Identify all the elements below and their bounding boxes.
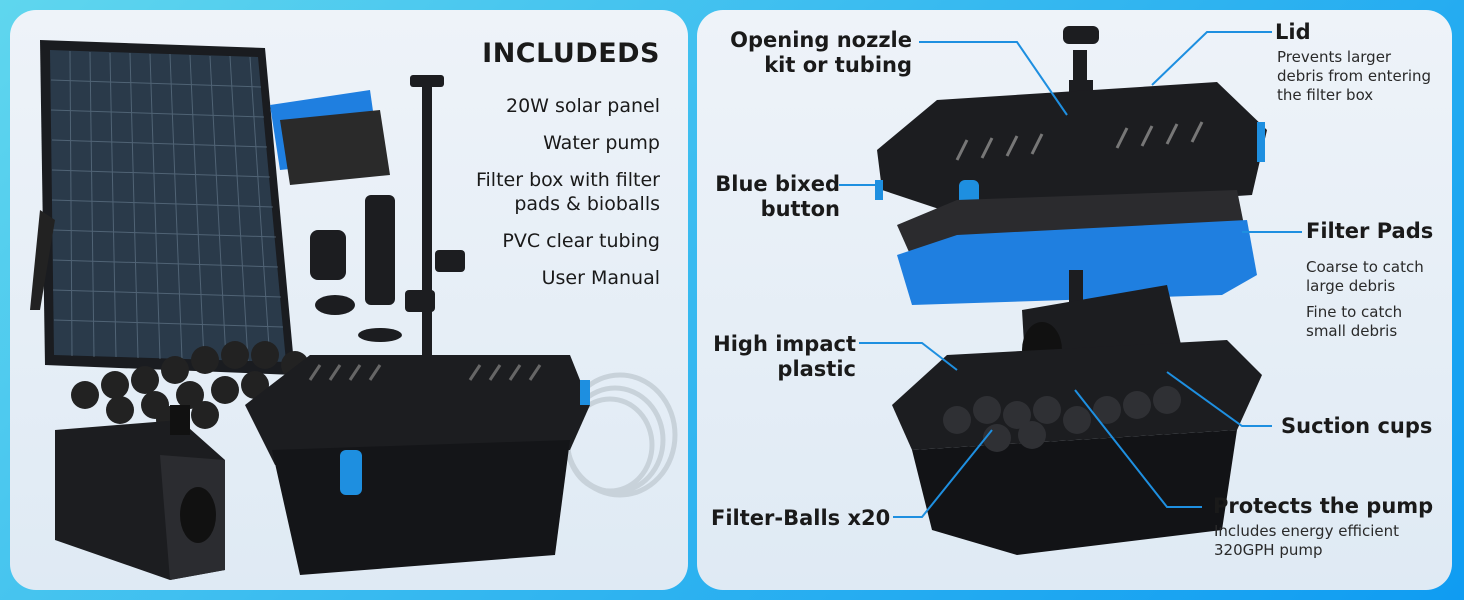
filter-exploded-illustration xyxy=(839,26,1302,555)
desc-line: large debris xyxy=(1306,277,1396,295)
callout-pads-desc: Coarse to catch large debris Fine to cat… xyxy=(1306,258,1424,341)
included-item: 20W solar panel xyxy=(505,95,660,117)
filter-box-image xyxy=(245,355,590,575)
fountain-nozzles-image xyxy=(310,75,465,365)
included-panel: INCLUDEDS 20W solar panel Water pump Fil… xyxy=(10,10,688,590)
callout-title: High impact xyxy=(713,332,856,356)
desc-line: debris from entering xyxy=(1277,67,1432,85)
included-title: INCLUDEDS xyxy=(482,38,660,69)
water-pump-image xyxy=(55,405,225,580)
desc-line: small debris xyxy=(1306,322,1398,340)
callout-nozzle: Opening nozzle kit or tubing xyxy=(730,28,912,78)
callout-pads-title: Filter Pads xyxy=(1306,219,1434,243)
included-item: User Manual xyxy=(541,267,660,289)
callout-lid-title: Lid xyxy=(1275,20,1311,44)
included-item: Filter box with filter pads & bioballs xyxy=(475,169,660,215)
desc-line: 320GPH pump xyxy=(1214,541,1323,559)
filter-box-image xyxy=(892,340,1262,555)
callout-title: Blue bixed xyxy=(715,172,840,196)
callout-title: Opening nozzle xyxy=(730,28,912,52)
features-panel: Opening nozzle kit or tubing Lid Prevent… xyxy=(697,10,1452,590)
included-list: 20W solar panel Water pump Filter box wi… xyxy=(450,94,660,303)
solar-panel-image xyxy=(30,40,295,375)
callout-suction-title: Suction cups xyxy=(1281,414,1433,438)
callout-title: kit or tubing xyxy=(764,53,912,77)
callout-title: plastic xyxy=(777,357,856,381)
desc-line: Fine to catch xyxy=(1306,303,1403,321)
callout-pump-title: Protects the pump xyxy=(1213,494,1434,518)
callout-title: button xyxy=(760,197,840,221)
filter-pads-image xyxy=(897,190,1257,305)
leader-lines xyxy=(839,31,1302,518)
product-kit-illustration xyxy=(30,40,678,580)
filter-pads-image xyxy=(270,90,390,185)
callout-balls-title: Filter-Balls x20 xyxy=(711,506,891,530)
callout-button: Blue bixed button xyxy=(715,172,840,222)
callout-pump-desc: Includes energy efficient 320GPH pump xyxy=(1214,522,1399,560)
desc-line: Coarse to catch xyxy=(1306,258,1424,276)
desc-line: Includes energy efficient xyxy=(1214,522,1399,540)
desc-line: Prevents larger xyxy=(1277,48,1392,66)
callout-plastic: High impact plastic xyxy=(713,332,856,382)
desc-line: the filter box xyxy=(1277,86,1374,104)
callout-lid-desc: Prevents larger debris from entering the… xyxy=(1277,48,1431,105)
included-item: Water pump xyxy=(543,132,660,154)
included-item: PVC clear tubing xyxy=(502,230,660,252)
